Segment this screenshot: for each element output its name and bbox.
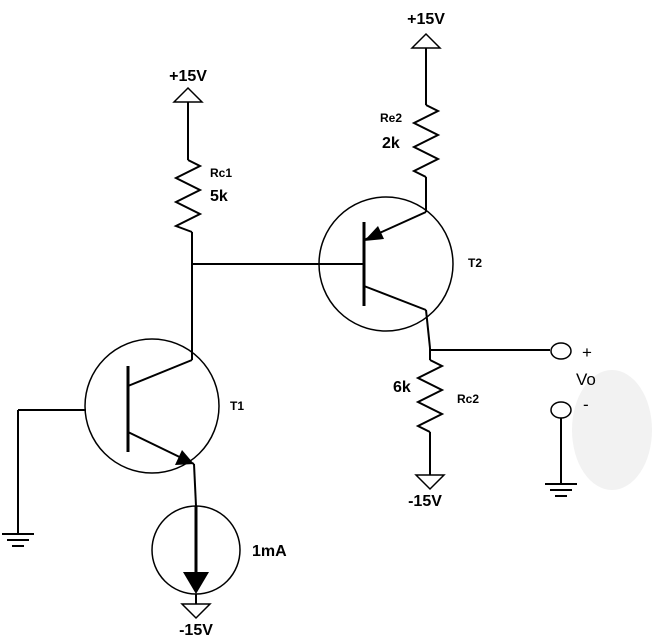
re2-name-label: Re2 bbox=[380, 111, 402, 125]
re2-value-label: 2k bbox=[382, 135, 400, 152]
output-ground bbox=[545, 418, 577, 497]
output-minus-terminal[interactable] bbox=[550, 401, 572, 419]
rc1-name-label: Rc1 bbox=[210, 166, 232, 180]
scan-shadow bbox=[572, 370, 652, 490]
t2-collector-supply-label: -15V bbox=[408, 493, 442, 510]
t1-transistor bbox=[84, 338, 220, 507]
rc1-value-label: 5k bbox=[210, 188, 228, 205]
current-source-value-label: 1mA bbox=[252, 543, 287, 560]
rc2-resistor bbox=[415, 359, 445, 433]
t2-collector-supply-symbol bbox=[414, 474, 446, 491]
t2-label: T2 bbox=[468, 256, 482, 270]
rc1-resistor bbox=[173, 159, 203, 233]
output-plus-label: + bbox=[582, 343, 592, 362]
t1-collector-supply-label: +15V bbox=[169, 68, 207, 85]
t1-base-ground bbox=[2, 409, 86, 547]
re2-resistor bbox=[411, 104, 441, 178]
t1-collector-supply-symbol bbox=[172, 86, 204, 160]
output-label: Vo bbox=[576, 370, 596, 389]
output-minus-label: - bbox=[583, 395, 589, 414]
current-source-supply-label: -15V bbox=[179, 622, 213, 637]
output-plus-terminal[interactable] bbox=[550, 342, 572, 360]
t2-emitter-supply-symbol bbox=[410, 32, 442, 105]
rc2-name-label: Rc2 bbox=[457, 392, 479, 406]
t2-transistor bbox=[318, 196, 454, 349]
t2-emitter-supply-label: +15V bbox=[407, 11, 445, 28]
rc2-value-label: 6k bbox=[393, 379, 411, 396]
t1-label: T1 bbox=[230, 399, 244, 413]
current-source bbox=[151, 505, 241, 620]
